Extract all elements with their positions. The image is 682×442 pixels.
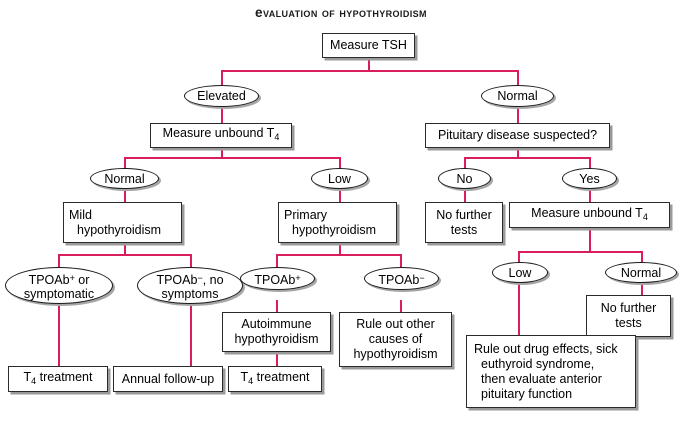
connector-pituitary-to-yes — [589, 157, 591, 172]
connector-tpoabpos-mild-down — [58, 303, 60, 366]
node-low-t4-right-label: Low — [508, 265, 532, 280]
node-normal-t4-right-label: Normal — [620, 265, 662, 280]
connector-lowright-to-ruleoutdrug — [518, 283, 520, 335]
connector-normalright-to-nofurther — [641, 283, 643, 295]
connector-t4right-bus — [518, 251, 643, 253]
connector-tpoabpos-primary-down — [276, 300, 278, 312]
connector-tsh-bus — [221, 70, 519, 72]
connector-t4left-stem — [221, 148, 223, 158]
node-t4-treatment-1-label: T4 treatment — [23, 369, 93, 386]
node-measure-unbound-t4-right-label: Measure unbound T4 — [531, 205, 648, 222]
superscript-minus: − — [197, 272, 203, 283]
connector-low-to-primary — [339, 189, 341, 202]
node-tpoab-positive[interactable]: TPOAb+ — [240, 267, 315, 290]
connector-tpoabneg-mild-down — [190, 303, 192, 366]
node-normal-t4-right[interactable]: Normal — [605, 262, 677, 283]
connector-primary-bus — [276, 254, 402, 256]
node-tpoab-negative-label: TPOAb− — [378, 272, 425, 287]
node-yes-pituitary[interactable]: Yes — [562, 168, 617, 189]
superscript-plus: + — [69, 272, 75, 283]
node-tpoab-positive-label: TPOAb+ — [254, 272, 301, 287]
connector-pituitary-bus — [464, 157, 591, 159]
connector-pituitary-stem — [517, 148, 519, 158]
node-low-t4-left-label: Low — [328, 171, 351, 186]
connector-yes-to-t4right — [589, 189, 591, 202]
node-normal-t4-left-label: Normal — [104, 171, 145, 186]
connector-normaltsh-down — [517, 105, 519, 123]
connector-t4left-bus — [124, 157, 341, 159]
node-elevated[interactable]: Elevated — [184, 85, 259, 107]
subscript-4: 4 — [31, 375, 37, 386]
node-normal-tsh[interactable]: Normal — [481, 85, 554, 107]
connector-t4right-stem — [589, 228, 591, 252]
connector-t4left-to-low — [339, 157, 341, 172]
connector-normal-to-mild — [124, 189, 126, 202]
connector-tsh-to-elevated — [221, 70, 223, 87]
node-annual-followup[interactable]: Annual follow-up — [113, 366, 223, 392]
node-normal-t4-left[interactable]: Normal — [90, 168, 159, 189]
node-pituitary-disease-suspected-label: Pituitary disease suspected? — [437, 128, 598, 142]
node-normal-tsh-label: Normal — [497, 89, 538, 103]
connector-autoimmune-to-t4treatment — [276, 352, 278, 366]
connector-mild-to-tpoabpos — [58, 254, 60, 268]
node-no-pituitary-label: No — [456, 171, 473, 186]
node-yes-pituitary-label: Yes — [579, 171, 600, 186]
superscript-plus: + — [295, 272, 301, 283]
node-no-pituitary[interactable]: No — [438, 168, 491, 189]
node-annual-followup-label: Annual follow-up — [121, 371, 215, 386]
node-measure-unbound-t4-left[interactable]: Measure unbound T4 — [150, 123, 292, 148]
connector-tpoabneg-primary-down — [400, 300, 402, 312]
connector-t4left-to-normal — [124, 157, 126, 172]
node-measure-tsh[interactable]: Measure TSH — [322, 33, 415, 58]
subscript-4: 4 — [642, 211, 648, 222]
page-title: Evaluation of Hypothyroidism — [255, 5, 427, 20]
node-measure-tsh-label: Measure TSH — [330, 38, 407, 52]
node-measure-unbound-t4-left-label: Measure unbound T4 — [162, 126, 280, 142]
node-tpoab-negative[interactable]: TPOAb− — [364, 267, 439, 290]
node-low-t4-right[interactable]: Low — [492, 262, 548, 283]
node-t4-treatment-2-label: T4 treatment — [240, 369, 310, 386]
node-t4-treatment-2[interactable]: T4 treatment — [228, 366, 322, 392]
connector-no-to-nofurther — [464, 189, 466, 202]
node-t4-treatment-1[interactable]: T4 treatment — [8, 366, 108, 392]
superscript-minus: − — [419, 272, 425, 283]
connector-primary-to-tpoabneg — [400, 254, 402, 268]
node-measure-unbound-t4-right[interactable]: Measure unbound T4 — [509, 202, 670, 228]
connector-mild-bus — [58, 254, 192, 256]
connector-t4right-to-normal — [641, 251, 643, 266]
connector-primary-stem — [339, 243, 341, 255]
connector-mild-stem — [124, 243, 126, 255]
connector-primary-to-tpoabpos — [276, 254, 278, 268]
connector-tsh-stem — [368, 58, 370, 71]
node-pituitary-disease-suspected[interactable]: Pituitary disease suspected? — [425, 123, 610, 148]
node-low-t4-left[interactable]: Low — [311, 168, 368, 189]
subscript-4: 4 — [274, 132, 280, 142]
connector-tsh-to-normal — [517, 70, 519, 87]
connector-elevated-down — [221, 105, 223, 123]
node-elevated-label: Elevated — [197, 89, 246, 103]
connector-mild-to-tpoabneg — [190, 254, 192, 268]
connector-pituitary-to-no — [464, 157, 466, 172]
subscript-4: 4 — [248, 375, 254, 386]
connector-t4right-to-low — [518, 251, 520, 266]
